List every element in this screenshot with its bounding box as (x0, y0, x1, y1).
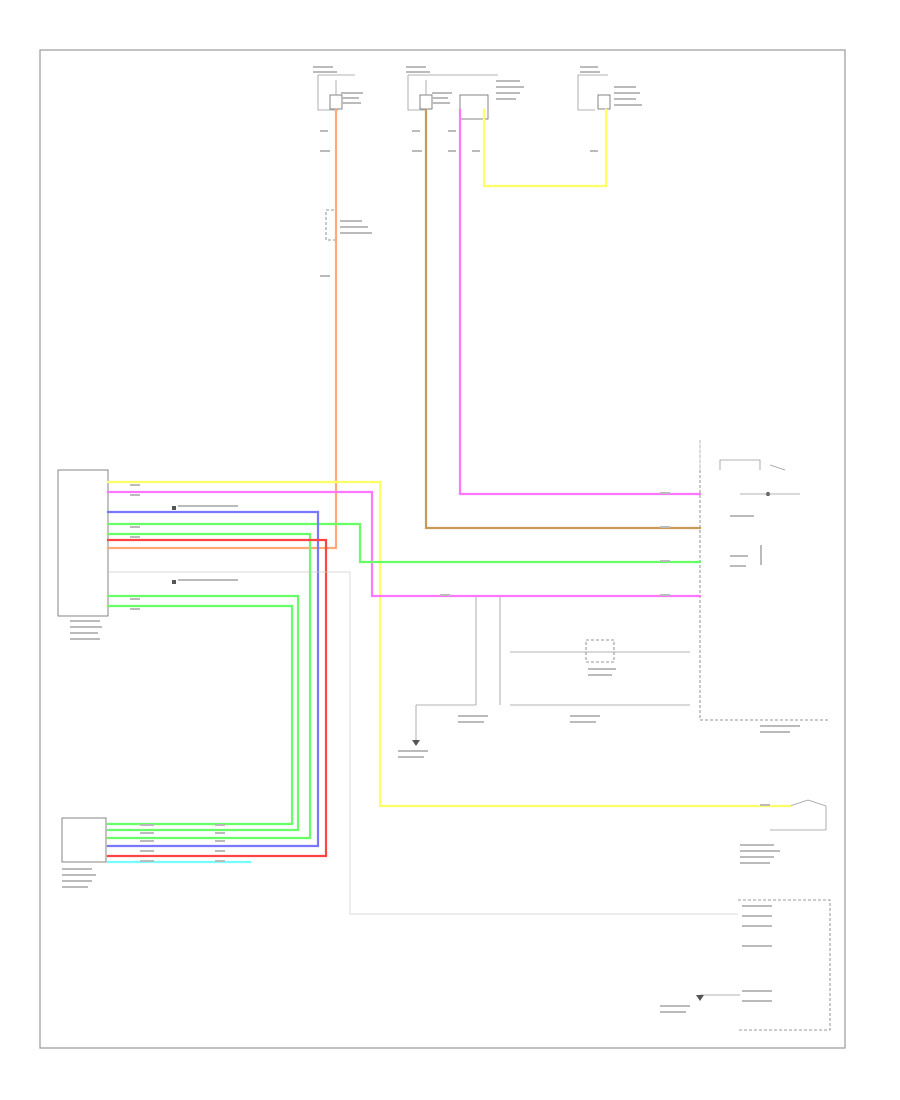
wire-gray (108, 571, 738, 915)
tpms-warning-switch (660, 799, 831, 1031)
diagram-frame (39, 49, 846, 1049)
tpms-receiver (61, 817, 107, 888)
wire-pink-top (458, 108, 702, 496)
wire-yellow-switch (106, 480, 792, 808)
wire-green-4 (106, 604, 294, 826)
wire-red (106, 538, 328, 858)
wire-green-2 (106, 532, 312, 840)
combination-meter (699, 440, 830, 733)
pin-labels (130, 130, 770, 862)
power-source-group-3 (577, 66, 642, 111)
wire-pink-lower (106, 490, 702, 598)
wire-blue (106, 510, 320, 848)
power-source-group-2 (406, 66, 524, 120)
middle-connectors (398, 595, 690, 758)
tpms-ecu (57, 469, 109, 640)
wire-orange (106, 108, 338, 550)
junction-connector (325, 209, 372, 241)
power-source-group-1 (313, 66, 363, 111)
wire-green-3 (106, 594, 300, 832)
wire-tan (424, 108, 702, 530)
connector-markers (172, 505, 238, 584)
wire-green-meter (106, 522, 702, 564)
wire-yellow-top (482, 108, 608, 188)
